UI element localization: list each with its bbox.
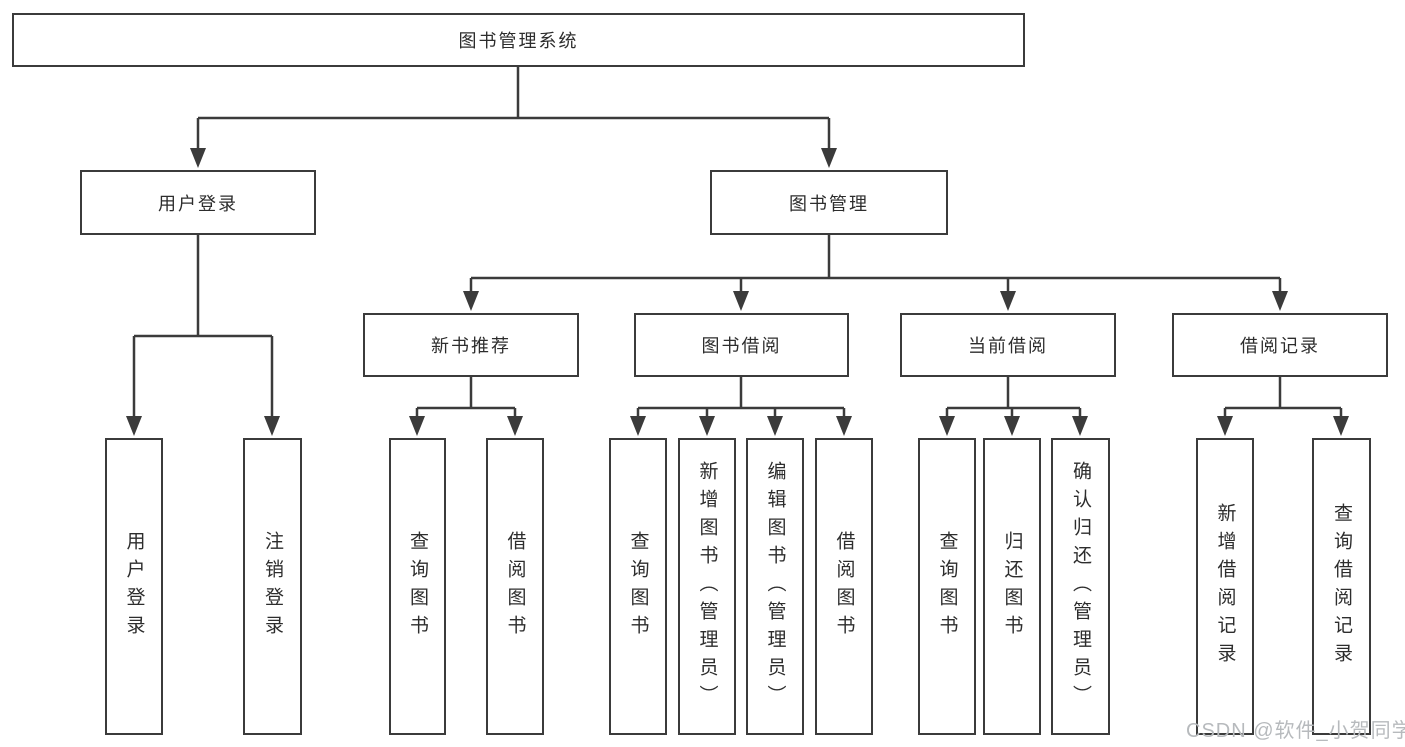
arrowhead-icon bbox=[939, 416, 955, 436]
node-book-borrowing: 图书借阅 bbox=[634, 313, 849, 377]
watermark: CSDN @软件_小贺同学 bbox=[1186, 720, 1405, 742]
arrowhead-icon bbox=[1333, 416, 1349, 436]
arrowhead-icon bbox=[1004, 416, 1020, 436]
leaf-borrow-books: 借阅图书 bbox=[815, 438, 873, 735]
arrowhead-icon bbox=[699, 416, 715, 436]
node-current-borrowing: 当前借阅 bbox=[900, 313, 1116, 377]
leaf-edit-books-admin: 编辑图书（管理员） bbox=[746, 438, 804, 735]
arrowhead-icon bbox=[767, 416, 783, 436]
arrowhead-icon bbox=[409, 416, 425, 436]
arrowhead-icon bbox=[463, 291, 479, 311]
leaf-user-login: 用户登录 bbox=[105, 438, 163, 735]
leaf-logout: 注销登录 bbox=[243, 438, 302, 735]
arrowhead-icon bbox=[264, 416, 280, 436]
arrowhead-icon bbox=[630, 416, 646, 436]
arrowhead-icon bbox=[190, 148, 206, 168]
node-user-login: 用户登录 bbox=[80, 170, 316, 235]
node-library-management-system: 图书管理系统 bbox=[12, 13, 1025, 67]
arrowhead-icon bbox=[1000, 291, 1016, 311]
leaf-query-books-borrowing: 查询图书 bbox=[609, 438, 667, 735]
arrowhead-icon bbox=[1072, 416, 1088, 436]
node-book-management: 图书管理 bbox=[710, 170, 948, 235]
leaf-borrow-books-recommend: 借阅图书 bbox=[486, 438, 544, 735]
node-borrowing-records: 借阅记录 bbox=[1172, 313, 1388, 377]
leaf-query-books-current: 查询图书 bbox=[918, 438, 976, 735]
arrowhead-icon bbox=[1272, 291, 1288, 311]
arrowhead-icon bbox=[507, 416, 523, 436]
leaf-return-books: 归还图书 bbox=[983, 438, 1041, 735]
arrowhead-icon bbox=[733, 291, 749, 311]
leaf-query-books-recommend: 查询图书 bbox=[389, 438, 446, 735]
leaf-add-books-admin: 新增图书（管理员） bbox=[678, 438, 736, 735]
leaf-confirm-return-admin: 确认归还（管理员） bbox=[1051, 438, 1110, 735]
arrowhead-icon bbox=[1217, 416, 1233, 436]
arrowhead-icon bbox=[836, 416, 852, 436]
node-new-book-recommendation: 新书推荐 bbox=[363, 313, 579, 377]
leaf-query-borrow-record: 查询借阅记录 bbox=[1312, 438, 1371, 735]
leaf-add-borrow-record: 新增借阅记录 bbox=[1196, 438, 1254, 735]
arrowhead-icon bbox=[821, 148, 837, 168]
arrowhead-icon bbox=[126, 416, 142, 436]
